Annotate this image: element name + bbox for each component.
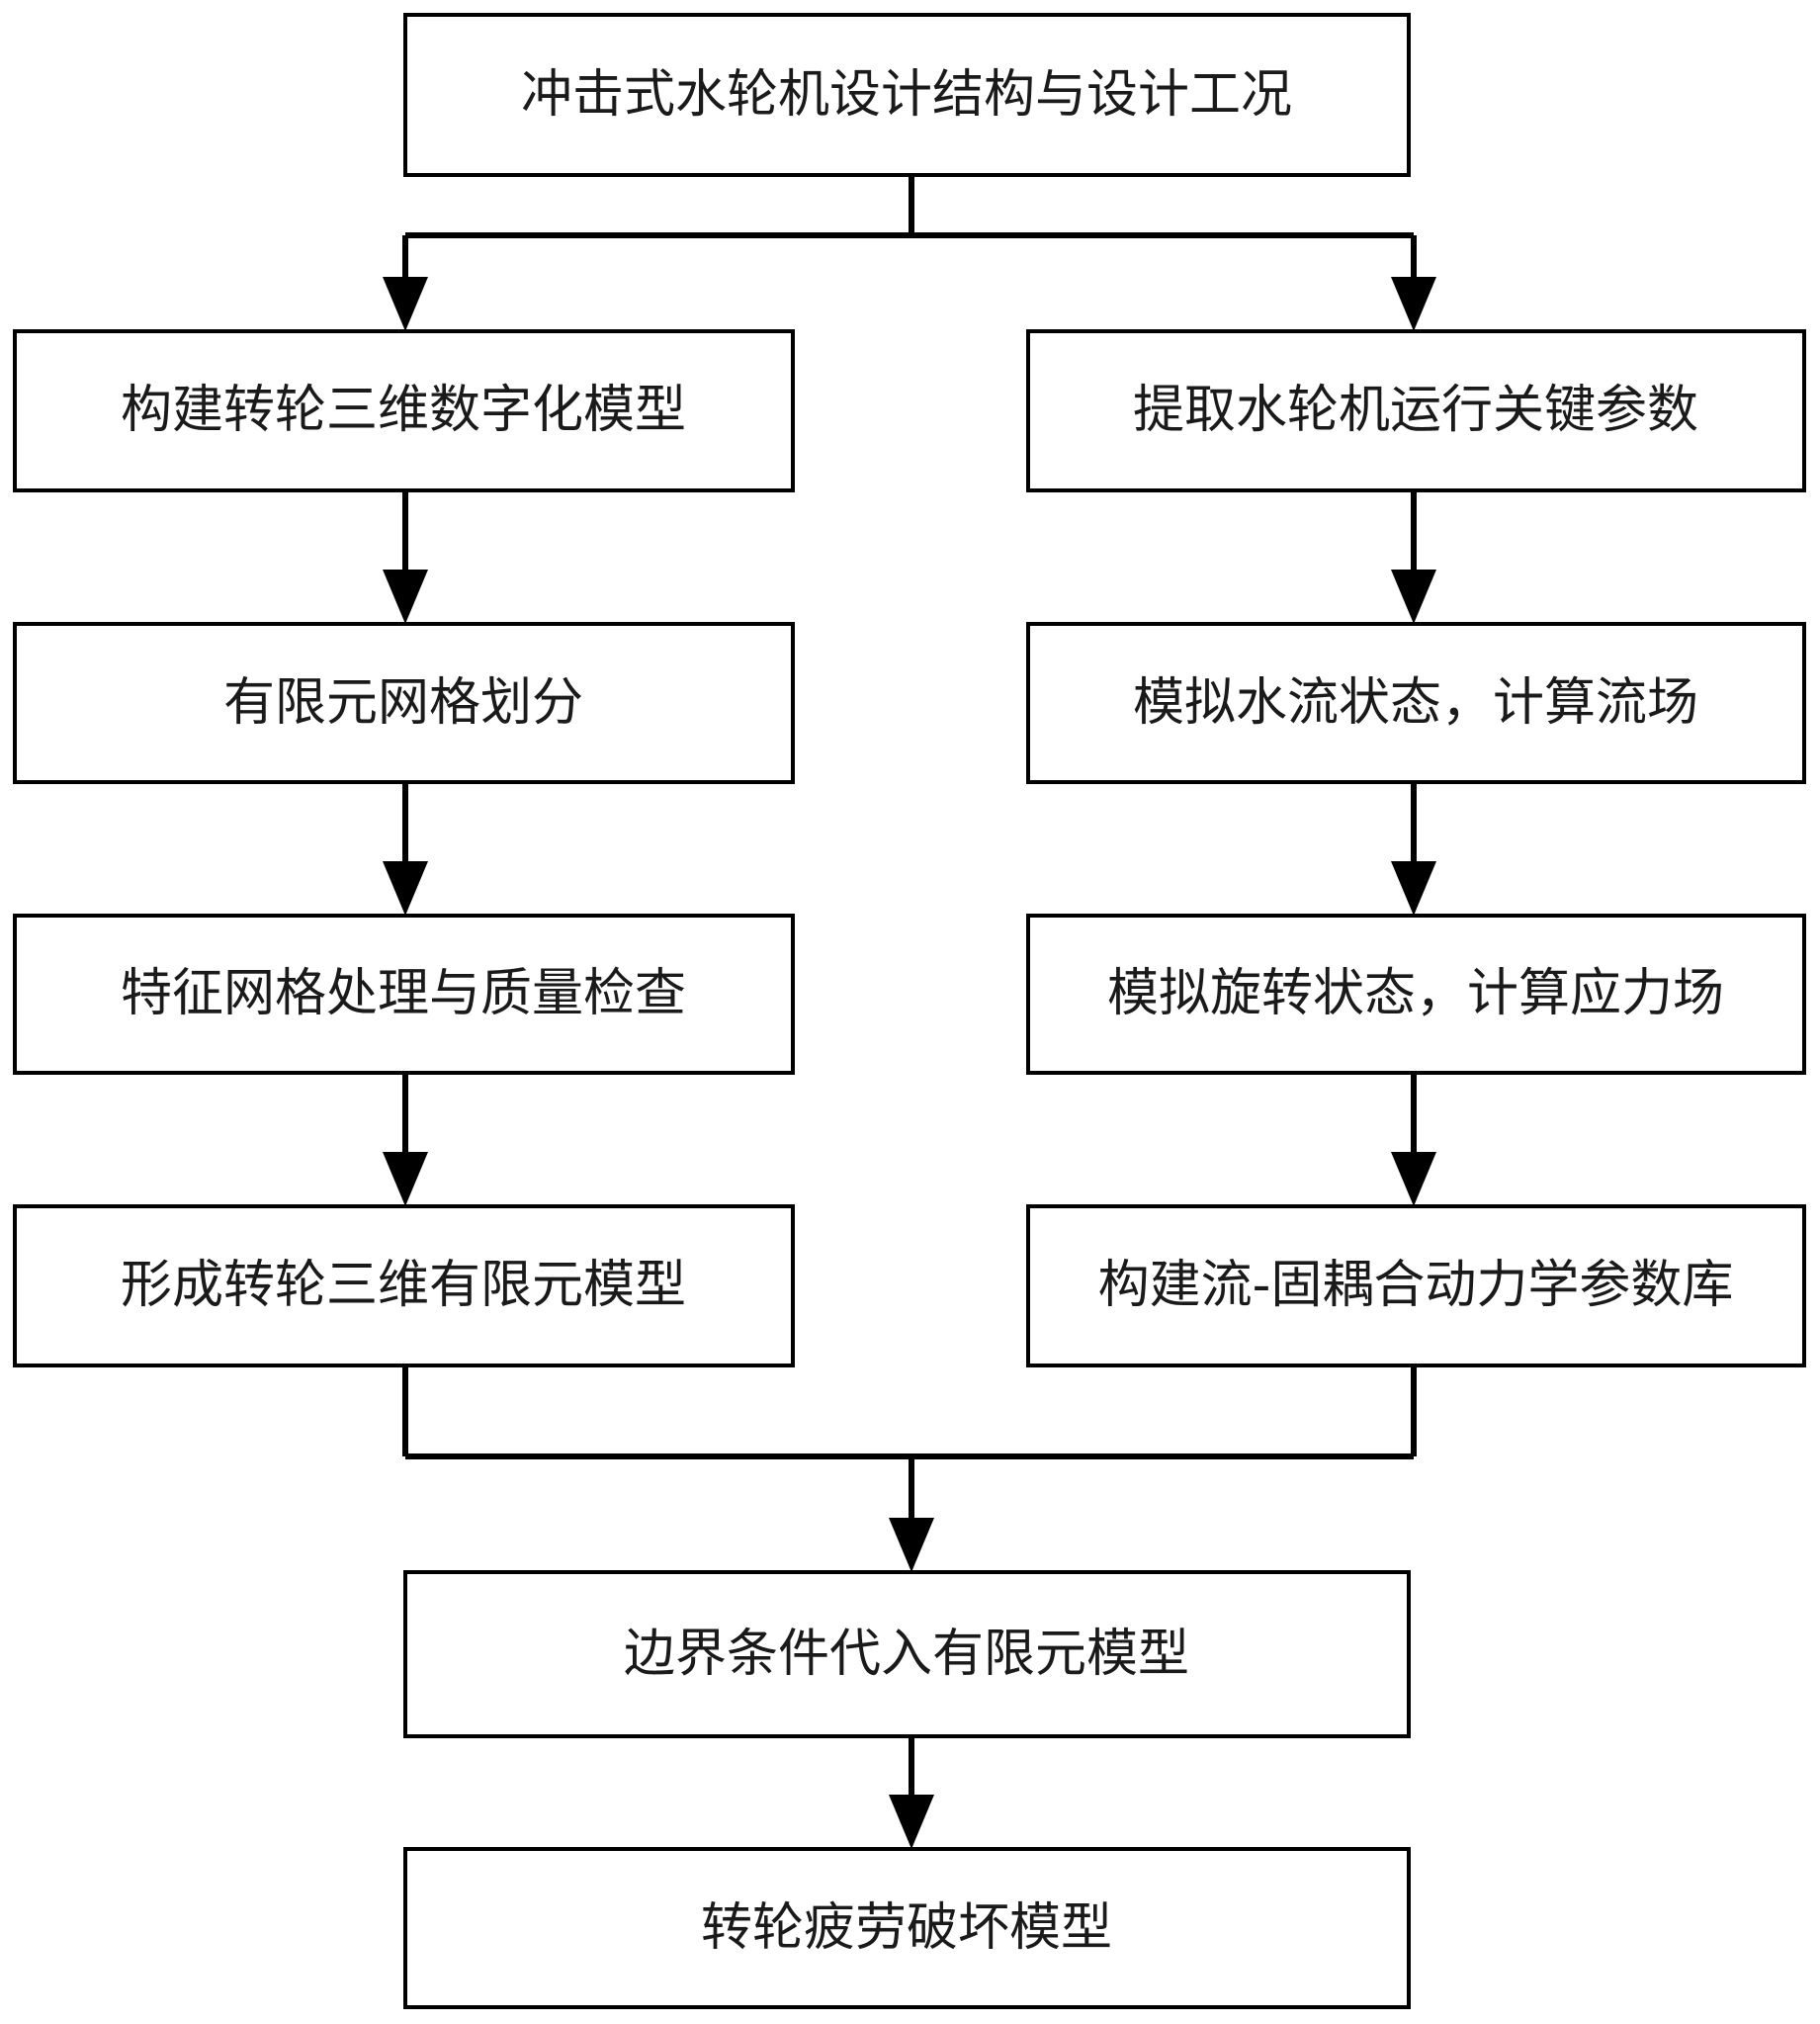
node-simulate-rotation-label: 模拟旋转状态，计算应力场: [1107, 964, 1724, 1023]
node-mesh-quality-box: [13, 914, 795, 1075]
arrowhead-right-1: [1391, 570, 1436, 624]
node-boundary-conditions-label: 边界条件代入有限元模型: [624, 1625, 1189, 1684]
arrowhead-left-2: [383, 861, 428, 916]
node-simulate-rotation: 模拟旋转状态，计算应力场: [1026, 914, 1806, 1075]
node-fatigue-model-label: 转轮疲劳破坏模型: [701, 1898, 1112, 1958]
node-mesh-division-label: 有限元网格划分: [223, 673, 583, 733]
node-fsi-database-label: 构建流-固耦合动力学参数库: [1098, 1256, 1734, 1315]
arrowhead-merge: [889, 1518, 934, 1572]
arrowhead-right-2: [1391, 861, 1436, 916]
arrowhead-left-1: [383, 570, 428, 624]
node-simulate-flow-box: [1026, 622, 1806, 784]
node-boundary-conditions-box: [403, 1570, 1411, 1738]
node-simulate-rotation-box: [1026, 914, 1806, 1075]
arrowhead-split-right: [1391, 277, 1436, 331]
arrowhead-left-3: [383, 1152, 428, 1206]
node-simulate-flow: 模拟水流状态，计算流场: [1026, 622, 1806, 784]
node-form-fe-model: 形成转轮三维有限元模型: [13, 1204, 795, 1367]
node-fatigue-model-box: [403, 1847, 1411, 2009]
node-mesh-division: 有限元网格划分: [13, 622, 795, 784]
node-mesh-quality-label: 特征网格处理与质量检查: [121, 964, 686, 1023]
node-extract-params-label: 提取水轮机运行关键参数: [1133, 381, 1698, 440]
arrowheads: [383, 277, 1436, 1849]
node-fatigue-model: 转轮疲劳破坏模型: [403, 1847, 1411, 2009]
node-mesh-quality: 特征网格处理与质量检查: [13, 914, 795, 1075]
arrowhead-split-left: [383, 277, 428, 331]
arrowhead-bottom: [889, 1795, 934, 1849]
node-extract-params: 提取水轮机运行关键参数: [1026, 329, 1806, 492]
node-boundary-conditions: 边界条件代入有限元模型: [403, 1570, 1411, 1738]
node-build-3d-model-label: 构建转轮三维数字化模型: [121, 381, 686, 440]
node-build-3d-model: 构建转轮三维数字化模型: [13, 329, 795, 492]
node-form-fe-model-label: 形成转轮三维有限元模型: [121, 1256, 686, 1315]
node-extract-params-box: [1026, 329, 1806, 492]
node-fsi-database-box: [1026, 1204, 1806, 1367]
arrowhead-right-3: [1391, 1152, 1436, 1206]
node-design-label: 冲击式水轮机设计结构与设计工况: [521, 65, 1292, 125]
node-design-box: [403, 13, 1411, 177]
connectors: [402, 175, 1417, 1800]
node-build-3d-model-box: [13, 329, 795, 492]
node-fsi-database: 构建流-固耦合动力学参数库: [1026, 1204, 1806, 1367]
node-simulate-flow-label: 模拟水流状态，计算流场: [1133, 673, 1698, 733]
node-mesh-division-box: [13, 622, 795, 784]
node-form-fe-model-box: [13, 1204, 795, 1367]
node-design: 冲击式水轮机设计结构与设计工况: [403, 13, 1411, 177]
